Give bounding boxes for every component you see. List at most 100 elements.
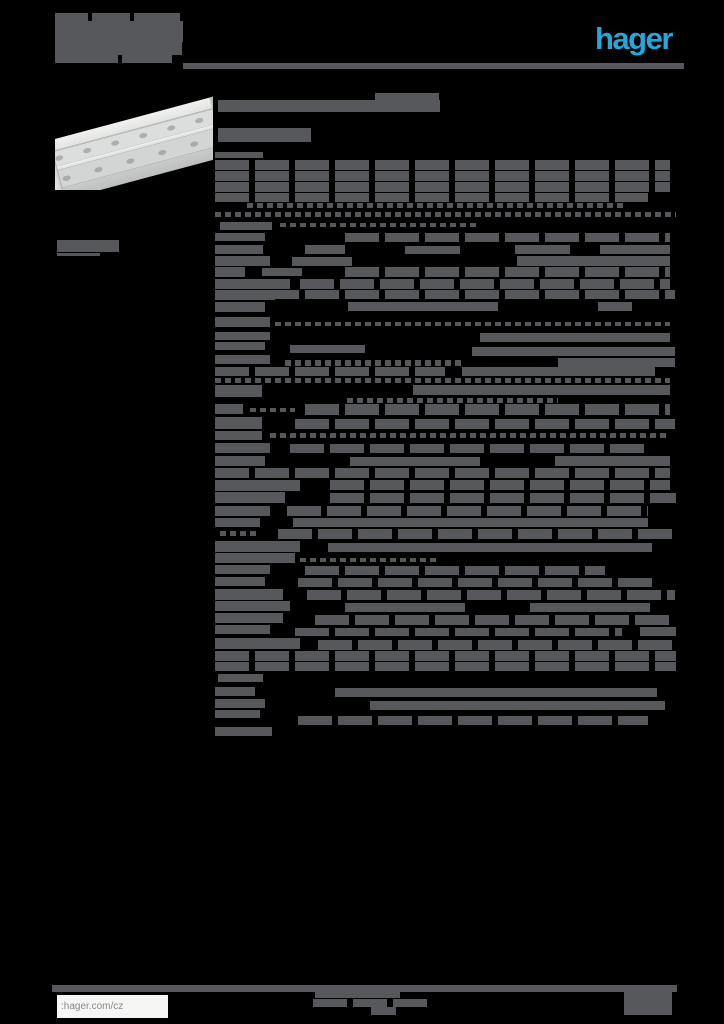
trunking-photo xyxy=(55,95,213,190)
redacted-text-bar xyxy=(305,566,605,575)
redacted-text-bar xyxy=(265,290,675,299)
redacted-text-bar xyxy=(55,55,118,63)
redacted-text-bar xyxy=(371,1007,396,1015)
redacted-text-bar xyxy=(215,431,262,440)
redacted-text-bar xyxy=(215,589,283,600)
redacted-text-bar xyxy=(290,444,648,453)
redacted-text-bar xyxy=(278,529,675,539)
redacted-text-bar xyxy=(220,222,272,230)
redacted-text-bar xyxy=(220,531,260,536)
redacted-text-bar xyxy=(215,182,670,192)
redacted-text-bar xyxy=(517,256,670,266)
redacted-text-bar xyxy=(215,317,270,327)
redacted-text-bar xyxy=(295,628,622,636)
redacted-text-bar xyxy=(275,322,670,326)
redacted-text-bar xyxy=(345,603,465,612)
redacted-text-bar xyxy=(305,404,670,415)
footer-rule xyxy=(52,985,677,992)
redacted-text-bar xyxy=(215,613,283,623)
redacted-text-bar xyxy=(530,603,650,612)
redacted-text-bar xyxy=(298,578,658,587)
redacted-text-bar xyxy=(55,21,183,42)
redacted-text-bar xyxy=(300,558,440,562)
redacted-text-bar xyxy=(318,640,675,650)
redacted-text-bar xyxy=(215,152,263,158)
footer-website-label: :hager.com/cz xyxy=(61,1001,124,1012)
redacted-text-bar xyxy=(640,627,676,636)
redacted-text-bar xyxy=(270,433,670,438)
redacted-text-bar xyxy=(55,13,88,21)
redacted-text-bar xyxy=(315,615,670,625)
redacted-text-bar xyxy=(215,233,265,241)
redacted-text-bar xyxy=(215,506,270,516)
redacted-text-bar xyxy=(347,398,558,403)
redacted-text-bar xyxy=(600,245,670,254)
redacted-text-bar xyxy=(262,268,302,276)
redacted-text-bar xyxy=(370,701,665,710)
redacted-text-bar xyxy=(215,443,270,453)
redacted-text-bar xyxy=(555,456,670,466)
redacted-text-bar xyxy=(215,699,265,708)
redacted-text-bar xyxy=(215,267,245,277)
redacted-text-bar xyxy=(215,480,300,491)
redacted-text-bar xyxy=(215,245,263,254)
redacted-text-bar xyxy=(300,279,670,289)
redacted-text-bar xyxy=(215,456,265,466)
redacted-text-bar xyxy=(215,417,262,429)
redacted-text-bar xyxy=(218,128,311,142)
footer-page-number-box xyxy=(624,992,672,1015)
redacted-text-bar xyxy=(215,565,270,574)
redacted-text-bar xyxy=(122,55,172,63)
redacted-text-bar xyxy=(330,480,670,490)
redacted-text-bar xyxy=(215,492,285,503)
redacted-text-bar xyxy=(328,543,652,552)
redacted-text-bar xyxy=(215,601,290,611)
redacted-text-bar xyxy=(215,625,270,634)
redacted-text-bar xyxy=(215,378,670,383)
redacted-text-bar xyxy=(313,999,428,1007)
redacted-text-bar xyxy=(215,256,270,266)
redacted-text-bar xyxy=(134,13,180,21)
redacted-text-bar xyxy=(215,367,445,376)
redacted-text-bar xyxy=(280,223,478,227)
redacted-text-bar xyxy=(215,385,262,397)
redacted-text-bar xyxy=(293,518,648,527)
redacted-text-bar xyxy=(215,160,670,170)
redacted-text-bar xyxy=(295,419,675,429)
redacted-text-bar xyxy=(315,991,400,998)
redacted-text-bar xyxy=(92,13,130,21)
redacted-text-bar xyxy=(57,253,100,256)
redacted-text-bar xyxy=(348,302,498,311)
redacted-text-bar xyxy=(250,408,295,412)
product-image xyxy=(55,86,213,190)
redacted-text-bar xyxy=(472,347,675,356)
redacted-text-bar xyxy=(215,290,275,300)
redacted-text-bar xyxy=(215,332,270,340)
redacted-text-bar xyxy=(292,257,352,266)
footer-website-box: :hager.com/cz xyxy=(57,995,168,1018)
redacted-text-bar xyxy=(515,245,570,254)
redacted-text-bar xyxy=(215,468,670,478)
redacted-text-bar xyxy=(215,553,295,563)
hager-logo: hager xyxy=(595,21,673,56)
redacted-text-bar xyxy=(55,42,182,55)
redacted-text-bar xyxy=(215,355,270,364)
redacted-text-bar xyxy=(218,674,263,682)
redacted-text-bar xyxy=(307,590,675,600)
redacted-text-bar xyxy=(375,93,439,100)
redacted-text-bar xyxy=(215,638,300,649)
redacted-text-bar xyxy=(285,360,462,366)
redacted-text-bar xyxy=(215,651,676,661)
redacted-text-bar xyxy=(247,203,627,208)
redacted-text-bar xyxy=(215,727,272,736)
redacted-text-bar xyxy=(598,302,632,311)
redacted-text-bar xyxy=(335,688,657,697)
redacted-text-bar xyxy=(405,246,460,254)
redacted-text-bar xyxy=(462,367,655,376)
redacted-text-bar xyxy=(215,518,260,527)
redacted-text-bar xyxy=(215,193,648,202)
redacted-text-bar xyxy=(215,404,243,414)
redacted-text-bar xyxy=(218,100,440,112)
redacted-text-bar xyxy=(345,267,670,277)
redacted-text-bar xyxy=(330,493,676,503)
